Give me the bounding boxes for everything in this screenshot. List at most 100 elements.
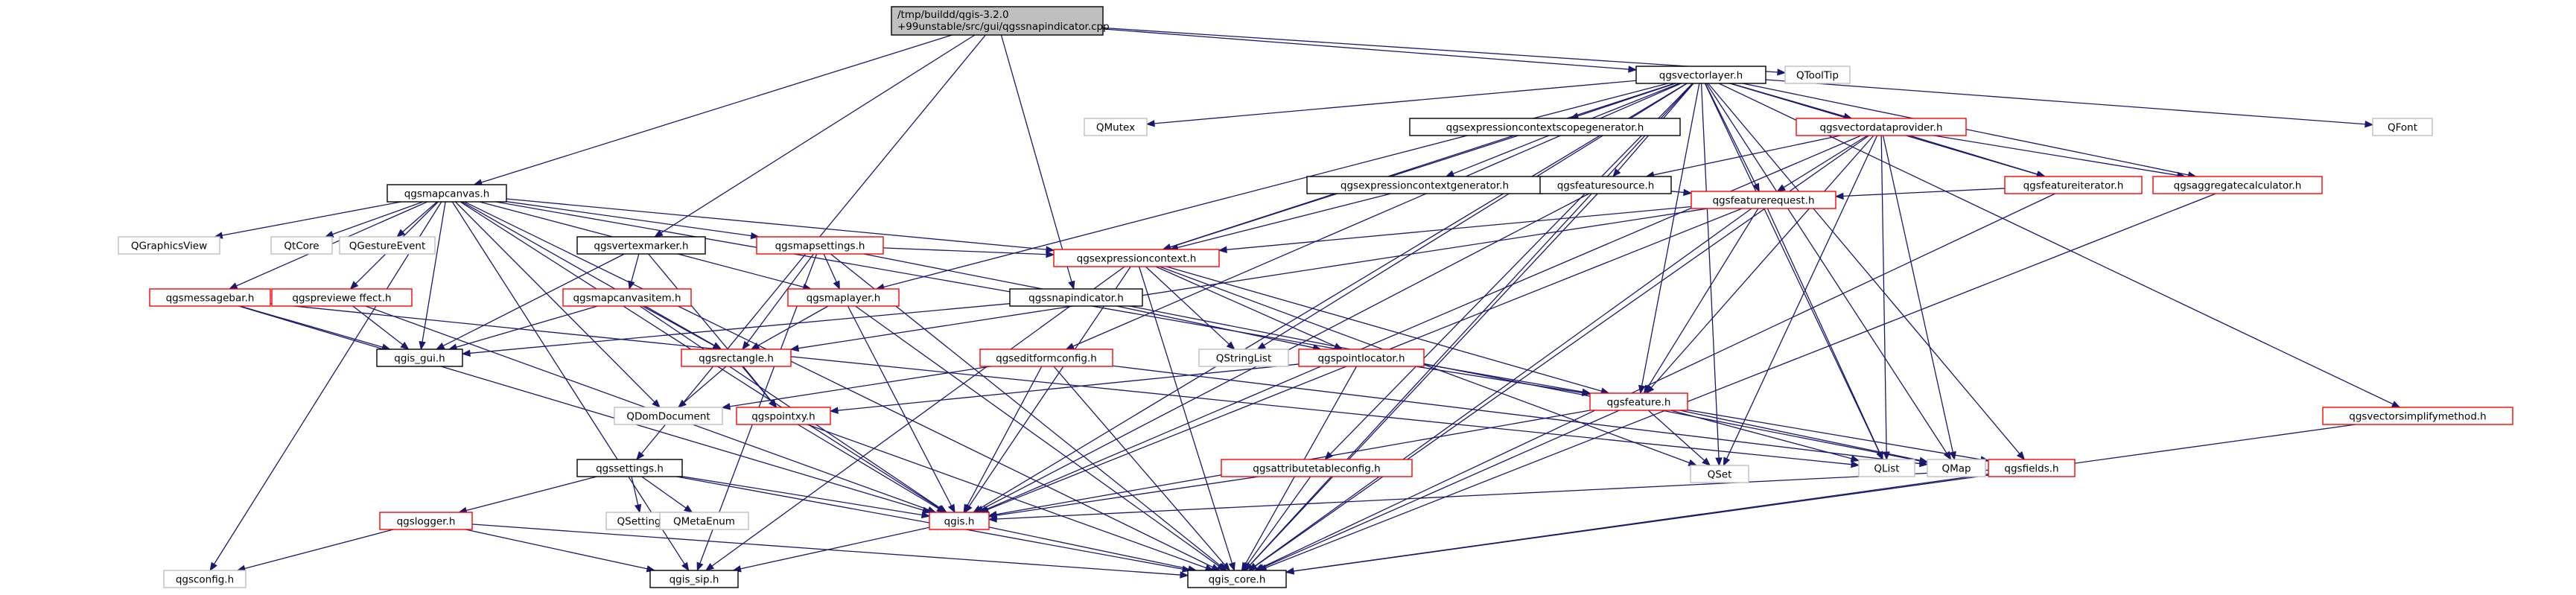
node-box-qmutex [1084, 118, 1148, 136]
edge-feature-to-qset [1647, 410, 1705, 461]
node-pointlocator[interactable]: qgspointlocator.h [1298, 349, 1425, 367]
node-vectorsimplify[interactable]: qgsvectorsimplifymethod.h [2322, 407, 2513, 425]
arrowhead-expressioncontext-to-qset [1688, 459, 1698, 466]
edge-featurerequest-to-feature [1647, 208, 1759, 387]
edge-feature-to-qgis_core [1262, 410, 1620, 568]
node-label-qmap: QMap [1941, 463, 1971, 475]
node-root[interactable]: /tmp/buildd/qgis-3.2.0+99unstable/src/gu… [891, 6, 1110, 36]
node-fields[interactable]: qgsfields.h [1988, 459, 2076, 477]
edge-vertexmarker-to-pointxy [648, 253, 772, 402]
edge-mapcanvas-to-config [213, 201, 442, 564]
edge-dataprovider-to-featureiterator [1909, 135, 2038, 175]
arrowhead-featurerequest-to-qgis_core [1247, 563, 1258, 571]
edge-mapcanvas-to-qtcore [332, 201, 424, 235]
arrowhead-featurerequest-to-rectangle [789, 344, 800, 352]
node-expressioncontext[interactable]: qgsexpressioncontext.h [1053, 249, 1220, 267]
node-label-qmutex: QMutex [1096, 122, 1135, 134]
node-label-feature: qgsfeature.h [1607, 397, 1671, 409]
edge-dataprovider-to-aggregatecalc [1933, 135, 2178, 176]
node-label-vectorsimplify: qgsvectorsimplifymethod.h [2349, 411, 2487, 423]
edge-maplayer-to-rectangle [757, 305, 829, 346]
node-label-pointxy: qgspointxy.h [751, 411, 815, 423]
node-qfont: QFont [2372, 118, 2433, 136]
node-feature[interactable]: qgsfeature.h [1589, 392, 1688, 411]
node-featuresource[interactable]: qgsfeaturesource.h [1539, 176, 1672, 194]
edge-attrtableconfig-to-qgis_core [1247, 476, 1311, 565]
edge-mapsettings-to-rectangle [746, 253, 814, 344]
arrowhead-dataprovider-to-qset [1723, 456, 1731, 467]
edge-root-to-vertexmarker [661, 34, 976, 234]
node-vertexmarker[interactable]: qgsvertexmarker.h [576, 236, 706, 255]
node-qgis_sip[interactable]: qgis_sip.h [649, 570, 739, 588]
edge-maplayer-to-qgis_h [847, 305, 953, 506]
node-logger[interactable]: qgslogger.h [379, 512, 473, 530]
arrowhead-vectorlayer-to-vectorsimplify [2391, 401, 2401, 408]
arrowhead-pointxy-to-qgis_h [936, 505, 946, 513]
arrowhead-expressioncontext-to-pointlocator [1333, 343, 1343, 350]
node-label-pointlocator: qgspointlocator.h [1317, 353, 1405, 365]
node-attrtableconfig[interactable]: qgsattributetableconfig.h [1221, 459, 1413, 477]
node-qgis_core[interactable]: qgis_core.h [1187, 570, 1287, 588]
edge-vectorlayer-to-qmap [1705, 83, 1947, 454]
node-vectorlayer[interactable]: qgsvectorlayer.h [1635, 66, 1766, 84]
node-contextgen[interactable]: qgsexpressioncontextgenerator.h [1306, 176, 1543, 194]
node-featurerequest[interactable]: qgsfeaturerequest.h [1691, 191, 1836, 209]
node-qdomdocument: QDomDocument [614, 407, 723, 425]
node-box-qgraphicsview [118, 236, 220, 255]
node-qtcore: QtCore [270, 236, 333, 255]
arrowhead-feature-to-qmap [1918, 456, 1929, 464]
node-box-editformconfig [979, 349, 1113, 367]
node-editformconfig[interactable]: qgseditformconfig.h [979, 349, 1113, 367]
edge-qgis_h-to-qgis_core [988, 526, 1189, 570]
node-scopegen[interactable]: qgsexpressioncontextscopegenerator.h [1409, 118, 1681, 136]
node-config: qgsconfig.h [163, 570, 247, 588]
node-box-pointxy [736, 407, 831, 425]
node-mapcanvas[interactable]: qgsmapcanvas.h [387, 184, 507, 203]
edge-dataprovider-to-qlist [1880, 135, 1887, 453]
edge-dataprovider-to-featurerequest [1783, 135, 1868, 188]
node-mapcanvasitem[interactable]: qgsmapcanvasitem.h [562, 288, 692, 307]
node-dataprovider[interactable]: qgsvectordataprovider.h [1796, 118, 1967, 136]
node-previeweffect[interactable]: qgspreviewe ffect.h [271, 288, 413, 307]
node-rectangle[interactable]: qgsrectangle.h [681, 349, 792, 367]
node-qsettings: QSettings [605, 512, 678, 530]
node-qgssettings[interactable]: qgssettings.h [576, 459, 683, 477]
node-featureiterator[interactable]: qgsfeatureiterator.h [2004, 176, 2143, 194]
arrowhead-mapsettings-to-expressioncontext [1046, 250, 1055, 258]
edge-editformconfig-to-qdomdocument [729, 366, 991, 407]
arrowhead-editformconfig-to-qdomdocument [721, 403, 731, 410]
node-mapsettings[interactable]: qgsmapsettings.h [756, 236, 884, 255]
node-box-qtcore [270, 236, 333, 255]
node-label-qgis_core: qgis_core.h [1209, 574, 1266, 586]
edge-featurerequest-to-qlist [1766, 208, 1880, 454]
node-label-expressioncontext: qgsexpressioncontext.h [1077, 253, 1197, 265]
node-box-expressioncontext [1053, 249, 1220, 267]
edge-featuresource-to-featurerequest [1670, 191, 1685, 194]
node-messagebar[interactable]: qgsmessagebar.h [149, 288, 271, 307]
node-label-fields: qgsfields.h [2004, 463, 2058, 475]
node-box-featureiterator [2004, 176, 2143, 194]
node-box-qgis_sip [649, 570, 739, 588]
node-label-maplayer: qgsmaplayer.h [807, 293, 881, 305]
node-box-qgis_core [1187, 570, 1287, 588]
arrowhead-mapcanvas-to-expressioncontext [1046, 246, 1055, 253]
node-aggregatecalc[interactable]: qgsaggregatecalculator.h [2152, 176, 2323, 194]
node-box-qgis_gui [376, 349, 463, 367]
arrowhead-vectorlayer-to-featuresource [1612, 168, 1621, 178]
node-maplayer[interactable]: qgsmaplayer.h [787, 288, 900, 307]
arrowhead-vectorsimplify-to-qgis_core [1285, 567, 1295, 575]
node-qgis_gui[interactable]: qgis_gui.h [376, 349, 463, 367]
node-snapindicator[interactable]: qgssnapindicator.h [1009, 288, 1143, 307]
arrowhead-root-to-qgssettings [636, 451, 645, 461]
edge-editformconfig-to-qmap [1112, 365, 1921, 465]
arrowhead-feature-to-qlist [1850, 455, 1860, 462]
node-qgis_h[interactable]: qgis.h [929, 512, 990, 530]
node-pointxy[interactable]: qgspointxy.h [736, 407, 831, 425]
arrowhead-editformconfig-to-qgis_h [963, 503, 971, 514]
edge-rectangle-to-qdomdocument [684, 366, 727, 403]
edge-root-to-snapindicator [1000, 34, 1072, 282]
node-label-aggregatecalc: qgsaggregatecalculator.h [2174, 180, 2302, 192]
node-box-logger [379, 512, 473, 530]
node-label-mapsettings: qgsmapsettings.h [775, 241, 865, 252]
